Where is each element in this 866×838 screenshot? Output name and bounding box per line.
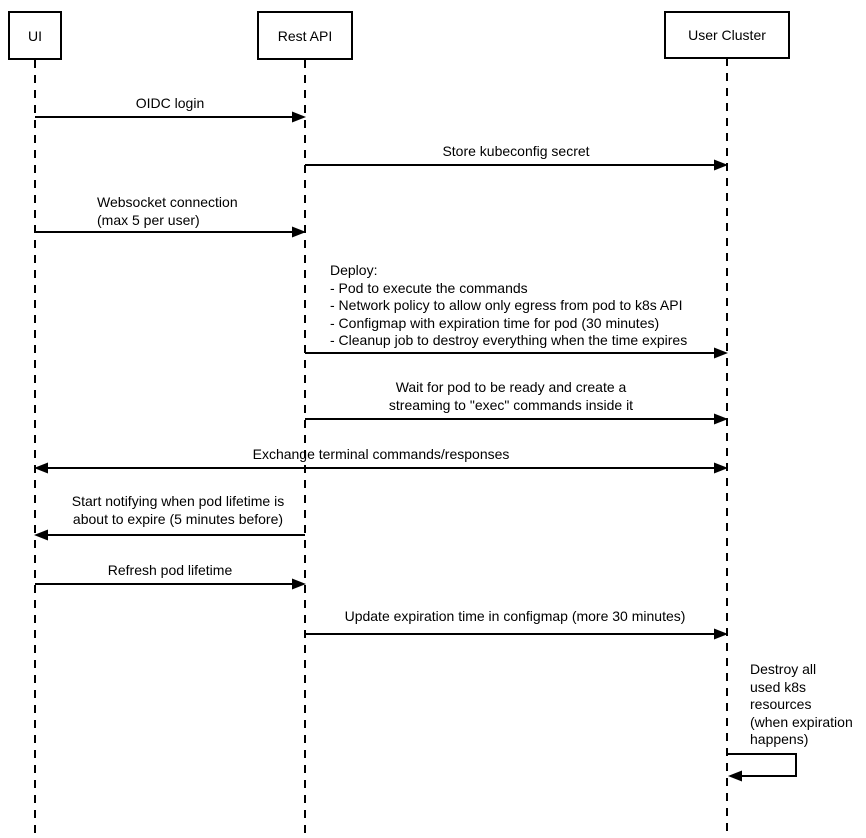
message-label-deploy: Deploy: - Pod to execute the commands - … (330, 262, 688, 348)
message-label-destroy-resources: Destroy all used k8s resources (when exp… (750, 661, 853, 747)
message-label-oidc-login: OIDC login (135, 95, 205, 111)
message-label-websocket-connection: Websocket connection (max 5 per user) (97, 194, 238, 228)
message-label-wait-for-pod: Wait for pod to be ready and create a st… (388, 379, 634, 413)
message-label-refresh-pod-lifetime: Refresh pod lifetime (107, 562, 233, 578)
actor-label-rest-api: Rest API (277, 27, 333, 44)
actor-label-ui: UI (28, 27, 42, 44)
message-label-exchange-terminal: Exchange terminal commands/responses (252, 446, 510, 462)
actor-box-ui: UI (8, 11, 62, 60)
arrowhead-start-notifying (34, 529, 48, 541)
arrowhead-oidc-login (292, 111, 306, 123)
actor-box-rest-api: Rest API (257, 11, 353, 60)
message-label-start-notifying: Start notifying when pod lifetime is abo… (71, 493, 285, 527)
actor-label-user-cluster: User Cluster (688, 27, 766, 43)
arrowhead-refresh-pod-lifetime (292, 578, 306, 590)
message-label-update-expiration: Update expiration time in configmap (mor… (344, 608, 686, 624)
arrowhead-wait-for-pod (714, 413, 728, 425)
arrowhead-exchange-right (714, 462, 728, 474)
actor-box-user-cluster: User Cluster (664, 11, 790, 59)
arrowhead-store-kubeconfig (714, 159, 728, 171)
arrow-destroy-self-loop (727, 753, 797, 777)
arrowhead-deploy (714, 347, 728, 359)
arrowhead-websocket-connection (292, 226, 306, 238)
message-label-store-kubeconfig: Store kubeconfig secret (442, 143, 590, 159)
arrowhead-exchange-left (34, 462, 48, 474)
arrowhead-update-expiration (714, 628, 728, 640)
arrowhead-destroy-self-loop (728, 770, 742, 782)
